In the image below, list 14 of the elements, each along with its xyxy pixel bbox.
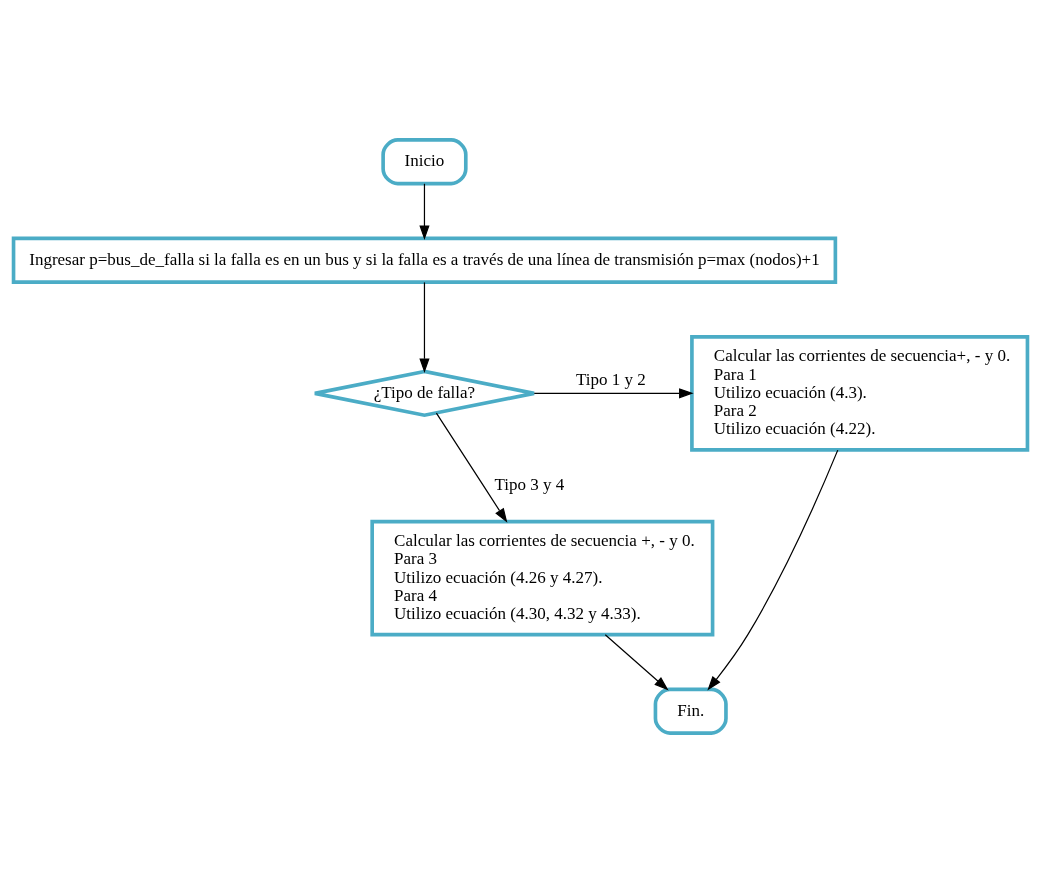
arrow <box>419 281 430 373</box>
arrow <box>419 182 430 240</box>
node-box: Inicio <box>381 137 468 185</box>
node-box: Ingresar p=bus_de_falla si la falla es en un bus y si la falla es a través de una línea de transmisión p=max (nodos)+1 <box>11 236 838 284</box>
node-box: Calcular las corrientes de secuencia+, - y 0. Para 1 Utilizo ecuación (4.3). Para 2 Utilizo ecuación (4.22). <box>690 334 1030 452</box>
node-diamond: ¿Tipo de falla? <box>313 369 536 417</box>
node-box: Calcular las corrientes de secuencia +, - y 0. Para 3 Utilizo ecuación (4.26 y 4.27). Para 4 Utilizo ecuación (4.30, 4.32 y 4.33). <box>370 519 715 636</box>
arrow <box>604 633 669 691</box>
edge-label: Tipo 1 y 2 <box>575 369 646 389</box>
edge-label: Tipo 3 y 4 <box>494 474 565 494</box>
arrow <box>707 449 839 691</box>
arrow <box>435 411 508 523</box>
node-box: Fin. <box>653 687 728 735</box>
arrow <box>533 387 694 398</box>
